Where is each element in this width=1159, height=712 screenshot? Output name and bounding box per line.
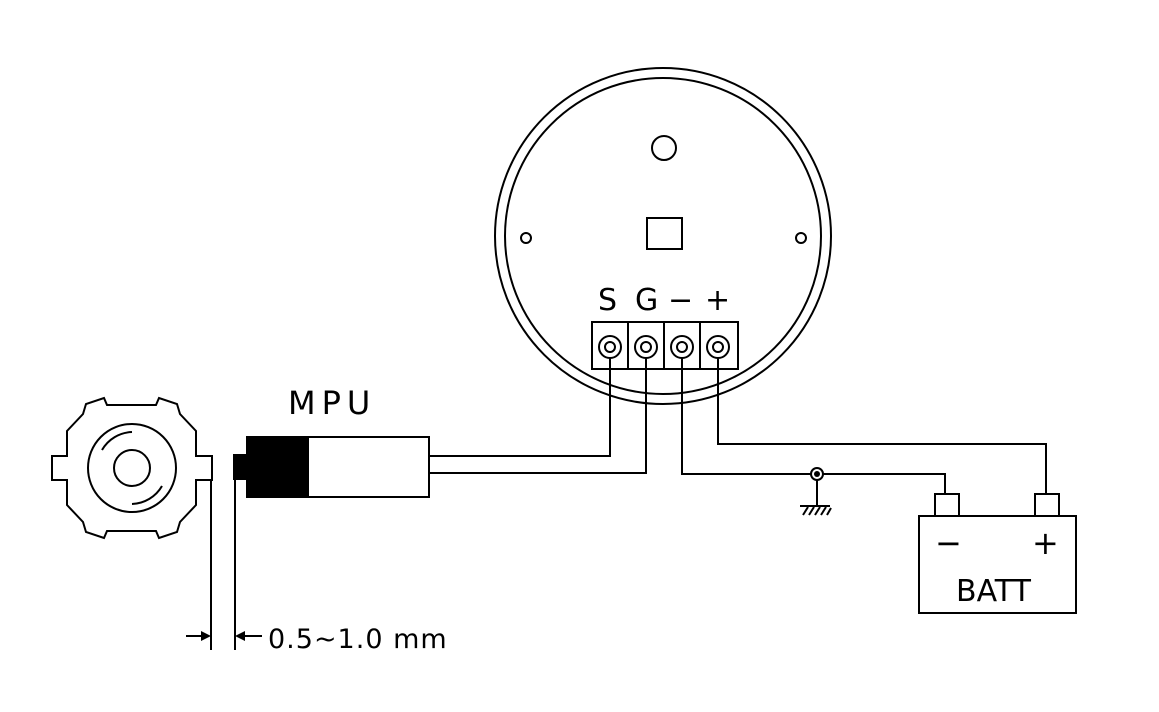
- battery-plus-label: +: [1032, 524, 1059, 562]
- gap-label: 0.5~1.0 mm: [268, 624, 448, 655]
- junction-dot: [810, 467, 824, 481]
- terminal-screw-plus: [706, 335, 730, 359]
- wires: [429, 358, 1047, 505]
- terminal-g-label: G: [635, 283, 660, 318]
- terminal-screw-minus: [670, 335, 694, 359]
- battery-label: BATT: [956, 574, 1032, 609]
- gauge-square-window: [646, 217, 683, 250]
- ground-icon: [800, 505, 832, 516]
- battery-terminal-minus: [934, 493, 960, 517]
- battery-terminal-plus: [1034, 493, 1060, 517]
- terminal-minus-label: −: [668, 283, 695, 318]
- wire-g: [429, 358, 647, 474]
- magnetic-pickup-icon: [233, 436, 430, 498]
- gauge-mount-hole-left: [520, 232, 532, 244]
- sensor-label: MPU: [288, 384, 376, 422]
- terminal-s-label: S: [598, 283, 619, 318]
- gap-dimension: [186, 480, 262, 650]
- wire-plus: [717, 358, 1047, 494]
- terminal-screw-s: [598, 335, 622, 359]
- wire-s: [429, 358, 611, 457]
- terminal-block: [591, 321, 739, 370]
- gauge-mount-hole-right: [795, 232, 807, 244]
- gear-icon: [51, 396, 213, 540]
- battery-icon: [918, 493, 1077, 614]
- battery-minus-label: −: [935, 524, 962, 562]
- gauge-center-hole: [651, 135, 677, 161]
- gauge-back-icon: [494, 67, 832, 405]
- terminal-plus-label: +: [705, 283, 732, 318]
- terminal-screw-g: [634, 335, 658, 359]
